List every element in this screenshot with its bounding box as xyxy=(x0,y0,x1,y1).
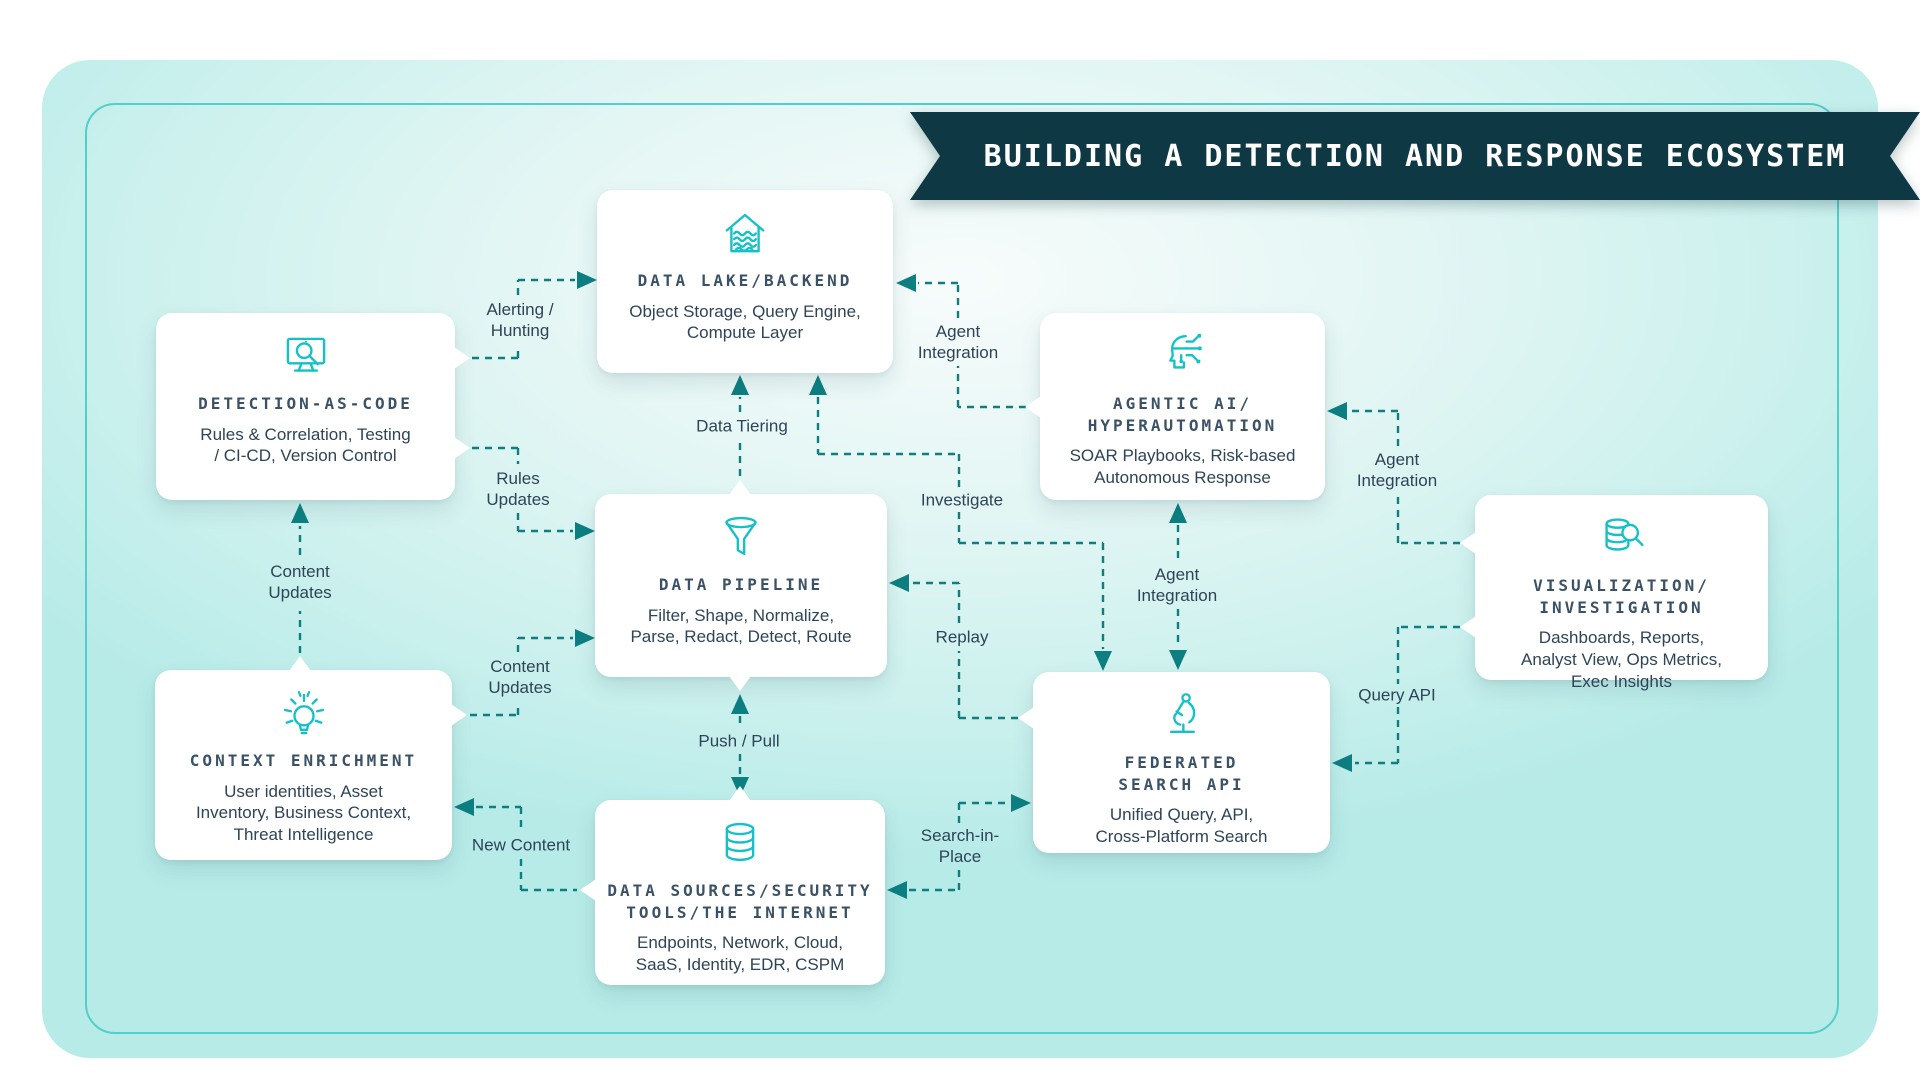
title-banner: BUILDING A DETECTION AND RESPONSE ECOSYS… xyxy=(455,56,1465,144)
arrowhead xyxy=(1332,754,1352,772)
card-pointer-left xyxy=(1018,707,1034,729)
card-title: FEDERATED SEARCH API xyxy=(1118,753,1245,794)
card-subtitle: Endpoints, Network, Cloud, SaaS, Identit… xyxy=(635,933,845,974)
arrowhead xyxy=(1169,503,1187,523)
card-subtitle: Dashboards, Reports, Analyst View, Ops M… xyxy=(1521,628,1722,691)
connector-label-content-updates-right: Content Updates xyxy=(488,656,552,697)
arrowhead xyxy=(575,629,595,647)
arrowhead xyxy=(731,375,749,395)
card-subtitle: Rules & Correlation, Testing / CI-CD, Ve… xyxy=(200,424,411,466)
card-visualization: VISUALIZATION/ INVESTIGATION Dashboards, … xyxy=(1460,495,1768,691)
connector-label-search-in-place: Search-in- Place xyxy=(920,825,1000,866)
connector-label-agent-integration-mid: Agent Integration xyxy=(1136,564,1218,605)
card-data-pipeline: DATA PIPELINE Filter, Shape, Normalize, P… xyxy=(595,480,887,691)
card-pointer-right xyxy=(451,704,467,726)
card-federated-search: FEDERATED SEARCH API Unified Query, API, … xyxy=(1018,672,1330,853)
connector-label-rules-updates: Rules Updates xyxy=(486,468,550,509)
card-title: CONTEXT ENRICHMENT xyxy=(189,751,418,770)
connector-content-updates-right xyxy=(470,636,573,717)
connector-label-alerting-hunting: Alerting / Hunting xyxy=(486,299,554,340)
connector-replay xyxy=(912,581,1018,720)
card-pointer-right xyxy=(454,437,470,459)
microscope-icon xyxy=(1153,687,1211,745)
card-title: DATA PIPELINE xyxy=(658,575,824,594)
connector-label-content-updates-left: Content Updates xyxy=(268,561,332,602)
arrowhead xyxy=(1094,651,1112,671)
connector-label-new-content: New Content xyxy=(471,835,571,855)
connector-label-query-api: Query API xyxy=(1358,685,1436,705)
card-subtitle: Object Storage, Query Engine, Compute La… xyxy=(629,301,861,343)
card-pointer-left xyxy=(580,879,596,901)
card-data-sources: DATA SOURCES/SECURITY TOOLS/THE INTERNET… xyxy=(580,786,885,985)
card-title: DATA SOURCES/SECURITY TOOLS/THE INTERNET xyxy=(607,881,873,922)
connector-investigate xyxy=(816,397,1105,649)
arrowhead xyxy=(454,798,474,816)
card-title: DETECTION-AS-CODE xyxy=(198,394,413,413)
connector-label-investigate: Investigate xyxy=(920,490,1004,510)
card-title: VISUALIZATION/ INVESTIGATION xyxy=(1533,576,1710,617)
arrowhead xyxy=(887,881,907,899)
connector-alerting-hunting xyxy=(472,278,575,360)
card-pointer-top xyxy=(289,656,311,671)
arrowhead xyxy=(889,574,909,592)
title-ribbon-shape: BUILDING A DETECTION AND RESPONSE ECOSYS… xyxy=(910,112,1920,200)
card-subtitle: Filter, Shape, Normalize, Parse, Redact,… xyxy=(630,605,852,647)
card-pointer-top xyxy=(729,786,751,801)
connector-label-agent-integration-left: Agent Integration xyxy=(917,321,999,362)
connector-agent-integration-right xyxy=(1350,409,1460,545)
arrowhead xyxy=(577,271,597,289)
funnel-icon xyxy=(712,509,770,567)
card-pointer-left xyxy=(1460,532,1476,554)
arrowhead xyxy=(1327,402,1347,420)
arrowhead xyxy=(1011,794,1031,812)
page-title: BUILDING A DETECTION AND RESPONSE ECOSYS… xyxy=(983,138,1847,174)
card-data-lake: DATA LAKE/BACKEND Object Storage, Query E… xyxy=(597,190,893,373)
connector-label-push-pull: Push / Pull xyxy=(698,731,780,751)
database-magnifier-icon xyxy=(1593,510,1651,568)
card-title: DATA LAKE/BACKEND xyxy=(637,271,853,290)
panel-inner-border xyxy=(85,103,1839,1034)
arrowhead xyxy=(896,274,916,292)
card-pointer-right xyxy=(454,347,470,369)
card-pointer-bottom xyxy=(729,676,751,691)
card-subtitle: SOAR Playbooks, Risk-based Autonomous Re… xyxy=(1069,446,1296,487)
card-subtitle: User identities, Asset Inventory, Busine… xyxy=(195,781,412,845)
card-pointer-left xyxy=(1460,616,1476,638)
card-subtitle: Unified Query, API, Cross-Platform Searc… xyxy=(1095,805,1268,846)
card-detection-as-code: DETECTION-AS-CODE Rules & Correlation, Te… xyxy=(156,313,470,500)
card-context-enrichment: CONTEXT ENRICHMENT User identities, Asset… xyxy=(155,656,467,860)
card-pointer-top xyxy=(729,480,751,495)
ai-head-circuit-icon xyxy=(1154,328,1212,386)
connector-label-agent-integration-right: Agent Integration xyxy=(1356,449,1438,490)
monitor-magnifier-icon xyxy=(277,328,335,386)
connector-query-api xyxy=(1355,625,1460,765)
card-pointer-left xyxy=(1025,396,1041,418)
database-stack-icon xyxy=(711,815,769,873)
card-title: AGENTIC AI/ HYPERAUTOMATION xyxy=(1087,394,1278,435)
arrowhead xyxy=(1169,650,1187,670)
arrowhead xyxy=(575,522,595,540)
connector-label-replay: Replay xyxy=(935,627,989,647)
arrowhead xyxy=(809,375,827,395)
arrowhead xyxy=(731,694,749,714)
card-agentic-ai: AGENTIC AI/ HYPERAUTOMATION SOAR Playbook… xyxy=(1025,313,1325,500)
arrowhead xyxy=(291,503,309,523)
data-lake-house-icon xyxy=(716,205,774,263)
lightbulb-icon xyxy=(275,685,333,743)
connector-label-data-tiering: Data Tiering xyxy=(696,416,788,436)
